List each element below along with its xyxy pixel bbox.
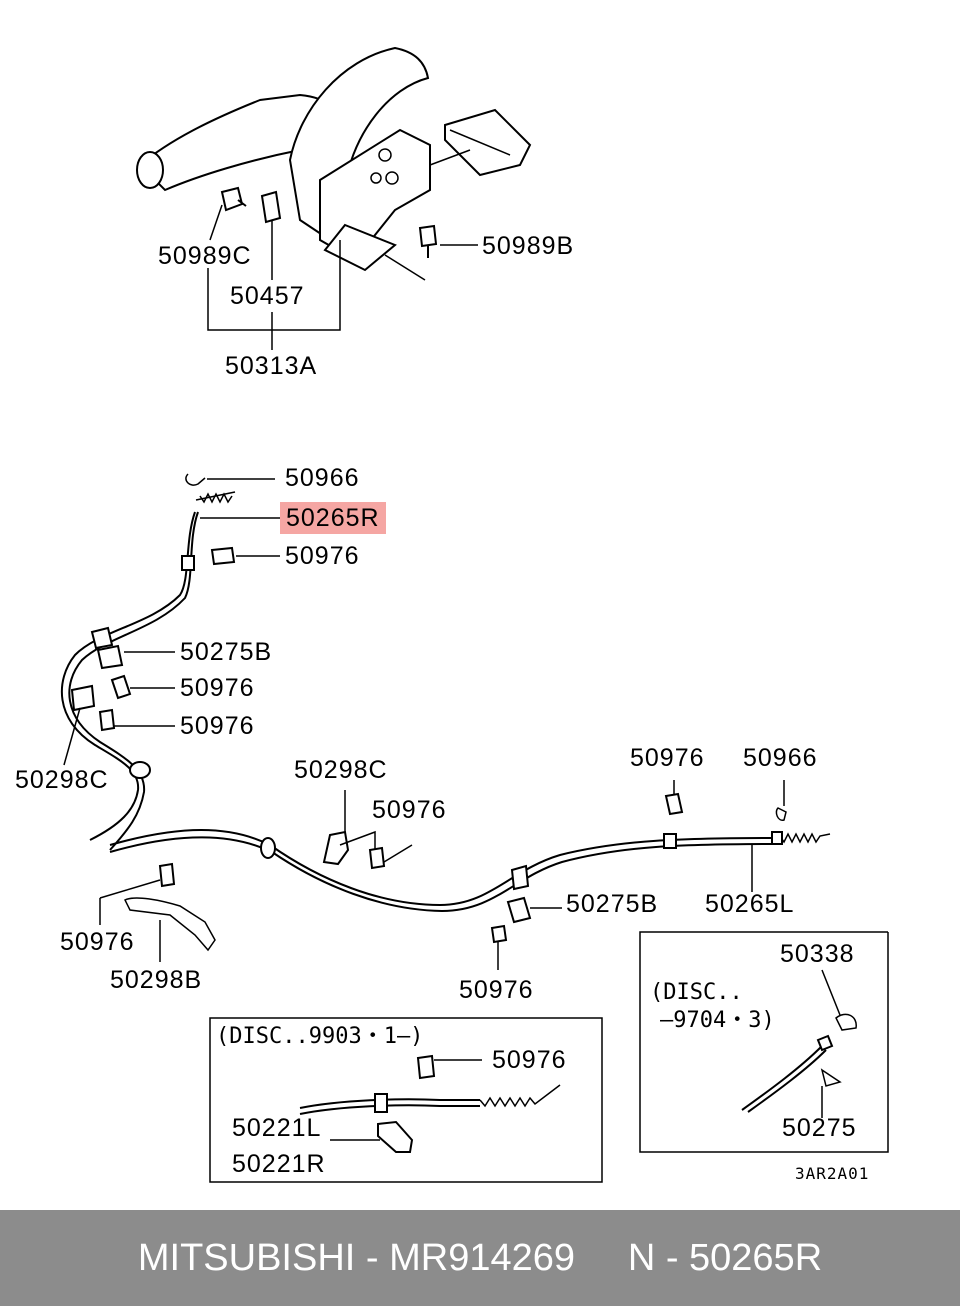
disc-box-left — [209, 1017, 603, 1183]
label-50976-bottom: 50976 — [459, 976, 534, 1004]
label-50966-right: 50966 — [743, 744, 818, 772]
parts-diagram: 50989C 50457 50313A 50989B 50966 50265R … — [15, 46, 889, 1183]
label-50976-b: 50976 — [180, 674, 255, 702]
diagram-code: 3AR2A01 — [795, 1164, 870, 1183]
label-50275: 50275 — [782, 1114, 857, 1142]
label-50221L: 50221L — [232, 1114, 322, 1142]
label-50976-box: 50976 — [492, 1046, 567, 1074]
footer-part-number: MR914269 — [389, 1236, 576, 1279]
footer-bar: MITSUBISHI - MR914269 N - 50265R — [0, 1210, 960, 1306]
brake-lever-assembly — [136, 46, 532, 350]
label-50298C-left: 50298C — [15, 766, 109, 794]
label-50313A: 50313A — [225, 352, 318, 380]
note-disc-right-line2: —9704・3) — [660, 1008, 775, 1033]
label-50221R: 50221R — [232, 1150, 326, 1178]
label-50976-c: 50976 — [180, 712, 255, 740]
parking-brake-illustration — [61, 46, 889, 1183]
label-50989C: 50989C — [158, 242, 252, 270]
label-50976-left: 50976 — [60, 928, 135, 956]
label-50976-a: 50976 — [285, 542, 360, 570]
label-50966-top: 50966 — [285, 464, 360, 492]
label-50338: 50338 — [780, 940, 855, 968]
label-50275B-b: 50275B — [566, 890, 659, 918]
label-50457: 50457 — [230, 282, 305, 310]
note-disc-left: (DISC..9903・1—) — [216, 1024, 424, 1049]
label-50265L: 50265L — [705, 890, 795, 918]
disc-box-right — [639, 931, 889, 1153]
label-50989B: 50989B — [482, 232, 575, 260]
label-50298B: 50298B — [110, 966, 203, 994]
label-50298C-mid: 50298C — [294, 756, 388, 784]
label-50265R-highlighted: 50265R — [280, 502, 386, 534]
label-50976-right: 50976 — [630, 744, 705, 772]
label-50976-mid: 50976 — [372, 796, 447, 824]
footer-brand: MITSUBISHI — [137, 1236, 356, 1279]
note-disc-right-line1: (DISC.. — [650, 980, 743, 1005]
cable-routing — [61, 473, 831, 970]
footer-gap — [575, 1237, 628, 1280]
footer-reference: N - 50265R — [627, 1236, 823, 1279]
footer-separator: - — [355, 1236, 390, 1279]
label-50275B-a: 50275B — [180, 638, 273, 666]
